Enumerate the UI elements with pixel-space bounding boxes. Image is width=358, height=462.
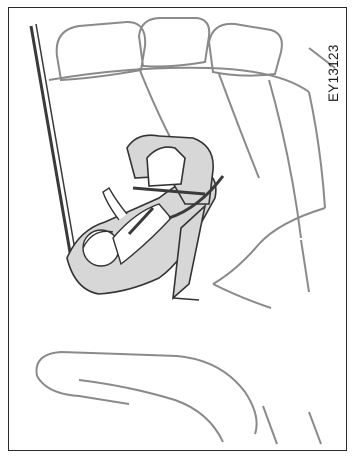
child-arm (103, 188, 127, 220)
child-head (83, 230, 119, 266)
figure-code: EY13123 (326, 22, 347, 102)
headrest-center (139, 18, 209, 67)
door-armrest (37, 352, 322, 444)
shoulder-belt (31, 24, 76, 258)
illustration-frame: EY13123 (8, 7, 347, 451)
headrest-left (57, 22, 146, 80)
rear-facing-child-seat-illustration (9, 8, 345, 449)
